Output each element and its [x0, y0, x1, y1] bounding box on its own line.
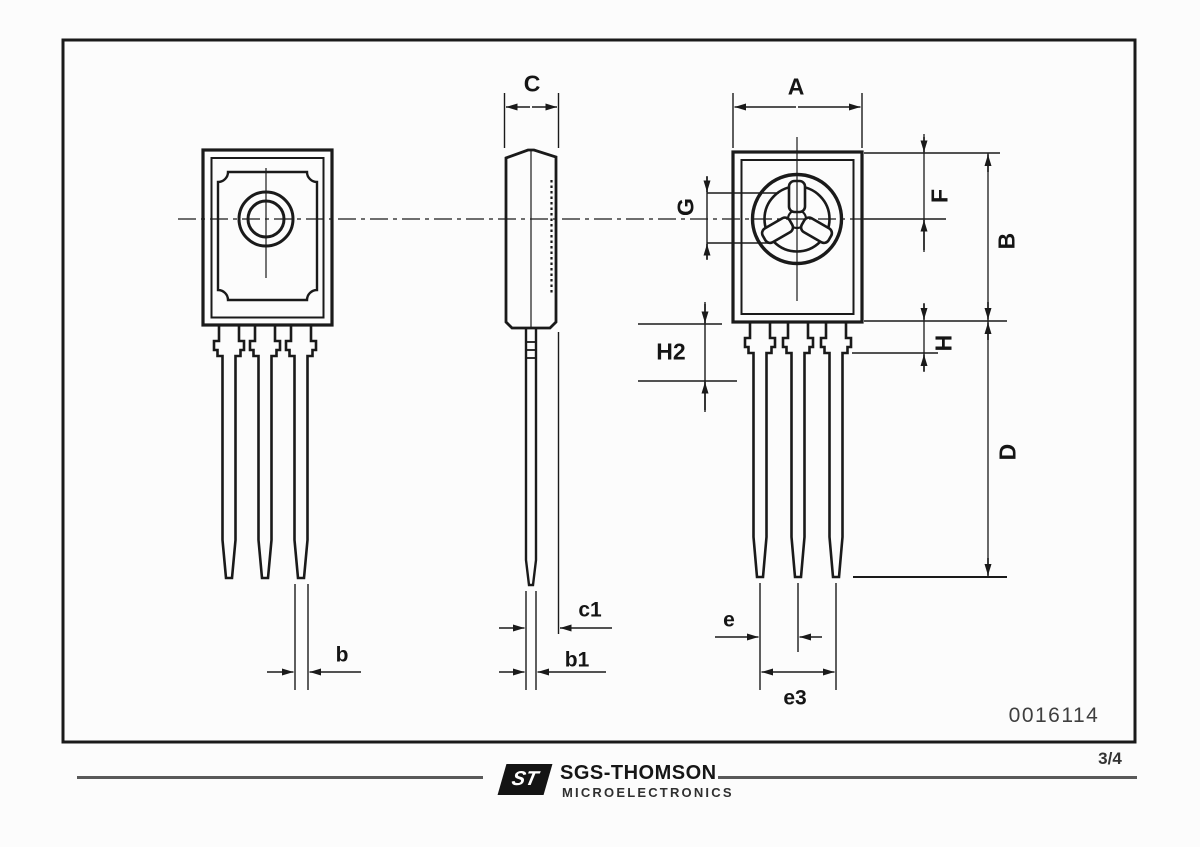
dim-label-b-upper: B — [993, 232, 1020, 250]
brand-subtitle: MICROELECTRONICS — [562, 785, 734, 800]
dim-label-g: G — [672, 198, 699, 216]
dim-label-e3: e3 — [783, 686, 807, 710]
dim-label-b1: b1 — [564, 648, 590, 672]
dim-label-c: C — [523, 70, 541, 97]
dim-label-h: H — [930, 334, 957, 352]
dim-label-h2: H2 — [656, 338, 686, 365]
dim-label-c1: c1 — [578, 598, 602, 622]
dim-label-b: b — [335, 643, 349, 667]
st-logo-icon: ST — [497, 764, 553, 795]
footer-rule-left — [77, 776, 483, 779]
drawing-frame — [61, 38, 1137, 744]
center-lines — [178, 137, 864, 301]
dim-label-e: e — [723, 608, 735, 632]
figure-number: 0016114 — [1008, 704, 1100, 727]
dim-label-f: F — [926, 188, 953, 204]
brand-name: SGS-THOMSON — [560, 762, 717, 784]
side-view — [504, 148, 558, 587]
front-view — [201, 148, 334, 580]
page-indicator: 3/4 — [1098, 749, 1122, 768]
dim-label-d: D — [994, 443, 1021, 461]
extension-lines — [294, 93, 1007, 690]
dim-label-a: A — [787, 73, 805, 100]
dimension-arrows — [267, 103, 992, 676]
footer-rule-right — [718, 776, 1137, 779]
